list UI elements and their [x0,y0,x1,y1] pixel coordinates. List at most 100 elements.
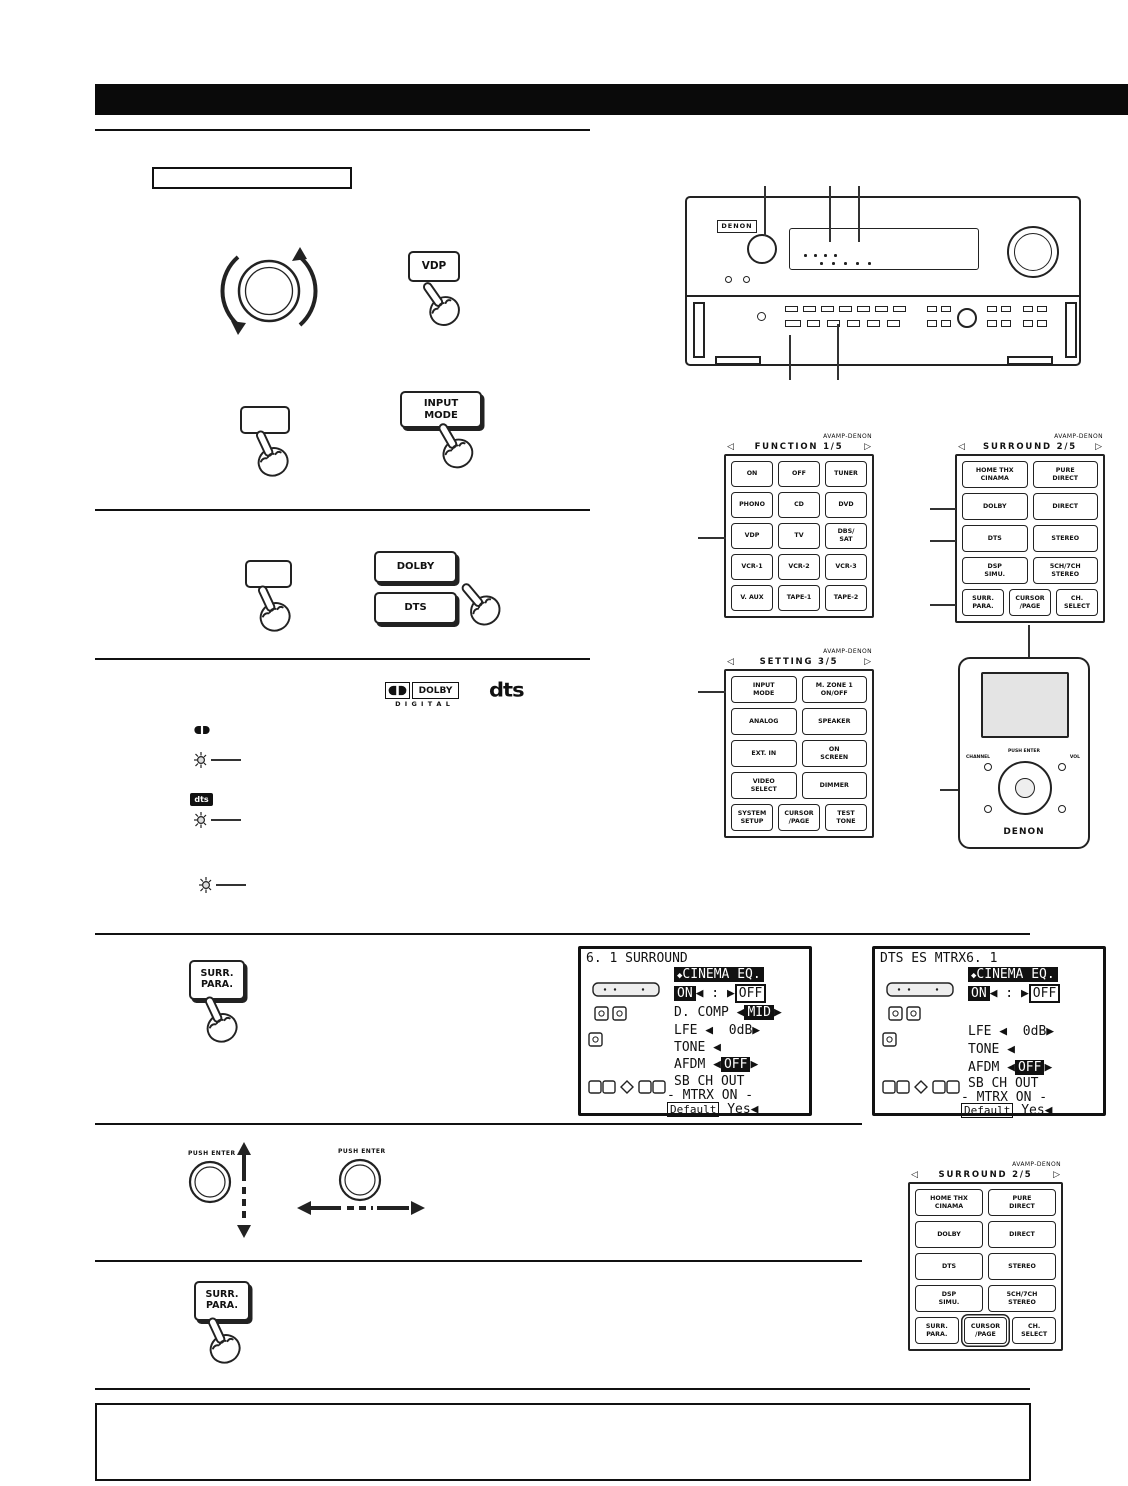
unlabeled-button[interactable] [240,406,290,434]
remote-button-input-mode[interactable]: INPUT MODE [731,676,797,703]
page-left-icon[interactable]: ◁ [958,442,965,452]
master-volume-knob[interactable] [1007,226,1059,278]
panel-button[interactable] [1037,306,1047,312]
remote-button-direct[interactable]: DIRECT [1032,493,1098,520]
remote-button-direct[interactable]: DIRECT [988,1221,1056,1248]
panel-button[interactable] [821,306,834,312]
panel-button[interactable] [893,306,906,312]
remote-button-dimmer[interactable]: DIMMER [801,772,867,799]
page-right-icon[interactable]: ▷ [864,657,871,667]
remote-button-cursor-page[interactable]: CURSOR /PAGE [778,804,820,831]
remote-button-dsp-simu[interactable]: DSP SIMU. [915,1285,983,1312]
push-enter-knob-unit[interactable]: PUSH ENTER [338,1148,386,1206]
power-knob[interactable] [747,234,777,264]
surr-para-button[interactable]: SURR. PARA. [189,960,245,1000]
panel-button[interactable] [987,306,997,312]
remote-button-tuner[interactable]: TUNER [825,461,867,487]
panel-button[interactable] [1023,320,1033,327]
panel-button[interactable] [887,320,900,327]
panel-button[interactable] [927,320,937,327]
remote-button-stereo[interactable]: STEREO [988,1253,1056,1280]
remote-button-phono[interactable]: PHONO [731,492,773,518]
remote-button-stereo[interactable]: STEREO [1032,525,1098,552]
push-enter-knob-unit[interactable]: PUSH ENTER [188,1150,236,1208]
remote-button-pure-direct[interactable]: PURE DIRECT [988,1189,1056,1216]
push-enter-knob[interactable] [188,1160,232,1204]
panel-button[interactable] [875,306,888,312]
remote-button-ch-select[interactable]: CH. SELECT [1012,1317,1056,1344]
panel-button[interactable] [807,320,820,327]
panel-button[interactable] [987,320,997,327]
panel-button[interactable] [785,306,798,312]
panel-button[interactable] [941,320,951,327]
panel-button[interactable] [1001,306,1011,312]
remote-button-ext-in[interactable]: EXT. IN [731,740,797,767]
remote-button-cd[interactable]: CD [778,492,820,518]
page-right-icon[interactable]: ▷ [864,442,871,452]
remote-button-surr-para[interactable]: SURR. PARA. [962,589,1004,616]
remote-button-speaker[interactable]: SPEAKER [801,708,867,735]
dts-button[interactable]: DTS [374,592,457,624]
small-knob[interactable] [743,276,750,283]
remote-button-tape2[interactable]: TAPE-2 [825,585,867,611]
remote-button-5ch7ch[interactable]: 5CH/7CH STEREO [1032,557,1098,584]
remote-button-home-thx[interactable]: HOME THX CINAMA [962,461,1028,488]
pad-corner-button[interactable] [1058,763,1066,771]
panel-button[interactable] [847,320,860,327]
pad-center-button[interactable] [1015,778,1035,798]
remote-button-tape1[interactable]: TAPE-1 [778,585,820,611]
panel-button[interactable] [803,306,816,312]
surr-para-button[interactable]: SURR. PARA. [194,1281,250,1321]
pad-corner-button[interactable] [984,805,992,813]
page-right-icon[interactable]: ▷ [1095,442,1102,452]
pad-corner-button[interactable] [1058,805,1066,813]
panel-button[interactable] [785,320,801,327]
page-left-icon[interactable]: ◁ [727,442,734,452]
pad-corner-button[interactable] [984,763,992,771]
panel-button[interactable] [857,306,870,312]
remote-button-vdp[interactable]: VDP [731,523,773,549]
cursor-pad[interactable] [998,761,1052,815]
remote-button-mzone1[interactable]: M. ZONE 1 ON/OFF [801,676,867,703]
remote-button-dvd[interactable]: DVD [825,492,867,518]
panel-button[interactable] [927,306,937,312]
vdp-button[interactable]: VDP [408,251,460,282]
dolby-button[interactable]: DOLBY [374,551,457,583]
remote-button-analog[interactable]: ANALOG [731,708,797,735]
remote-button-dolby[interactable]: DOLBY [962,493,1028,520]
remote-button-ch-select[interactable]: CH. SELECT [1056,589,1098,616]
remote-button-cursor-page[interactable]: CURSOR /PAGE [963,1317,1008,1344]
remote-button-test-tone[interactable]: TEST TONE [825,804,867,831]
remote-button-surr-para[interactable]: SURR. PARA. [915,1317,959,1344]
remote-button-on-screen[interactable]: ON SCREEN [801,740,867,767]
remote-button-vcr1[interactable]: VCR-1 [731,554,773,580]
panel-button[interactable] [1001,320,1011,327]
panel-button[interactable] [827,320,840,327]
remote-button-tv[interactable]: TV [778,523,820,549]
unlabeled-button[interactable] [245,560,292,588]
remote-button-vcr3[interactable]: VCR-3 [825,554,867,580]
push-enter-knob[interactable] [338,1158,382,1202]
page-right-icon[interactable]: ▷ [1053,1170,1060,1180]
page-left-icon[interactable]: ◁ [727,657,734,667]
panel-button[interactable] [941,306,951,312]
panel-button[interactable] [1037,320,1047,327]
remote-button-pure-direct[interactable]: PURE DIRECT [1032,461,1098,488]
remote-button-video-select[interactable]: VIDEO SELECT [731,772,797,799]
remote-button-dts[interactable]: DTS [962,525,1028,552]
remote-button-system-setup[interactable]: SYSTEM SETUP [731,804,773,831]
input-mode-button[interactable]: INPUT MODE [400,391,482,428]
remote-button-vcr2[interactable]: VCR-2 [778,554,820,580]
small-knob[interactable] [725,276,732,283]
panel-button[interactable] [1023,306,1033,312]
panel-jack[interactable] [757,312,766,321]
remote-button-dsp-simu[interactable]: DSP SIMU. [962,557,1028,584]
remote-button-cursor-page[interactable]: CURSOR /PAGE [1009,589,1051,616]
remote-button-dolby[interactable]: DOLBY [915,1221,983,1248]
remote-button-off[interactable]: OFF [778,461,820,487]
panel-button[interactable] [867,320,880,327]
remote-button-5ch7ch[interactable]: 5CH/7CH STEREO [988,1285,1056,1312]
remote-button-home-thx[interactable]: HOME THX CINAMA [915,1189,983,1216]
rotary-knob-illustration[interactable] [213,243,325,339]
remote-button-on[interactable]: ON [731,461,773,487]
